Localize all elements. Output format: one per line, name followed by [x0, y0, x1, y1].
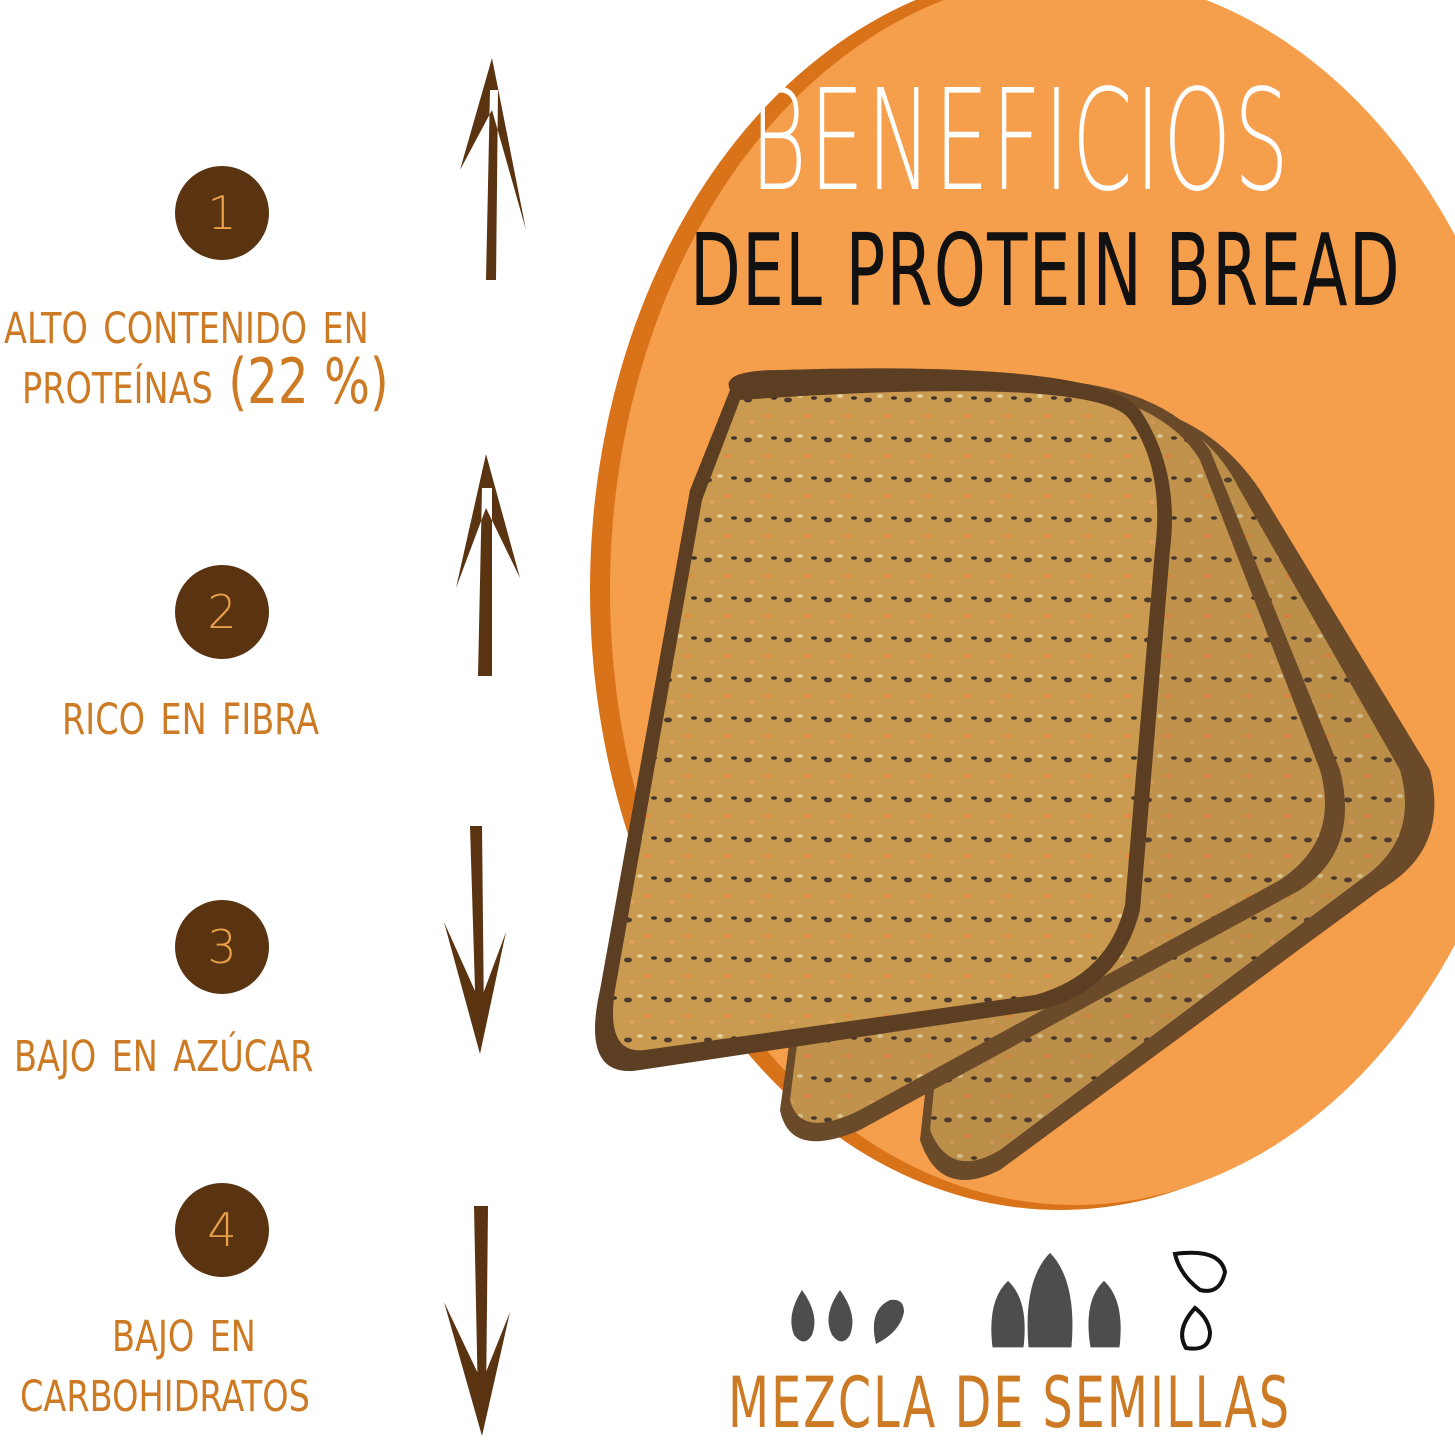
seed-mix-caption: MEZCLA DE SEMILLAS: [728, 1362, 1292, 1444]
arrow-up-icon: [456, 454, 520, 676]
number-badge-4: 4: [175, 1183, 269, 1277]
number-badge-1: 1: [175, 166, 269, 260]
seed-icons: [791, 1250, 1228, 1351]
sunflower-seeds-icon: [990, 1251, 1122, 1349]
benefit-3-label: Bajo en azúcar: [14, 1013, 314, 1086]
number-badge-2: 2: [175, 565, 269, 659]
arrow-up-icon: [460, 58, 526, 280]
benefit-1-label-line2: proteínas (22 %): [22, 345, 389, 418]
benefit-4-label-line2: Carbohidratos: [20, 1353, 310, 1426]
bread-slices-image: [595, 368, 1435, 1180]
benefit-1-label-line1: Alto contenido en: [4, 285, 369, 358]
title-protein-bread: DEL PROTEIN BREAD: [690, 212, 1401, 329]
benefit-4-label-line1: Bajo en: [112, 1293, 256, 1366]
number-badge-3: 3: [175, 900, 269, 994]
arrow-down-icon: [444, 1206, 510, 1436]
title-beneficios: BENEFICIOS: [750, 60, 1292, 223]
benefit-2-label: Rico en fibra: [62, 676, 320, 749]
arrow-down-icon: [444, 826, 506, 1054]
pumpkin-seeds-icon: [1172, 1250, 1228, 1351]
flax-seeds-icon: [791, 1290, 904, 1344]
